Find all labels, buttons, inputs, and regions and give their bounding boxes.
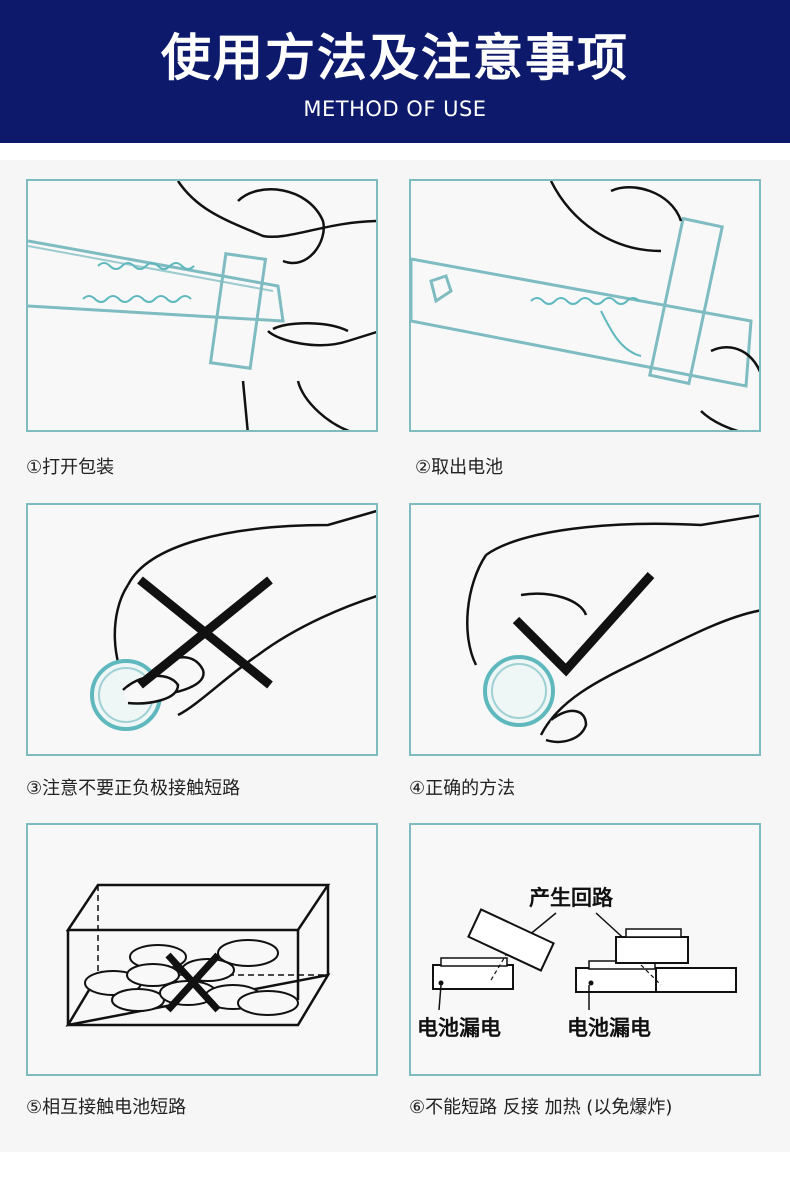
take-out-battery-drawing	[411, 181, 759, 430]
wrong-method-drawing	[90, 509, 376, 731]
step-6-illustration: 产生回路 电池漏电 电池漏电	[409, 823, 761, 1076]
step-6-caption: ⑥不能短路 反接 加热 (以免爆炸)	[409, 1097, 673, 1118]
loop-label: 产生回路	[529, 886, 614, 910]
step-1-illustration	[26, 179, 378, 432]
check-icon	[512, 571, 655, 677]
step-3-illustration	[26, 503, 378, 756]
short-circuit-diagram: 产生回路 电池漏电 电池漏电	[417, 886, 737, 1040]
step-5-caption: ⑤相互接触电池短路	[26, 1097, 187, 1118]
correct-method-drawing	[466, 514, 759, 744]
step-1-caption: ①打开包装	[26, 457, 115, 478]
leak-label-left: 电池漏电	[417, 1016, 501, 1040]
leak-label-right: 电池漏电	[567, 1016, 651, 1040]
step-5-illustration	[26, 823, 378, 1076]
header-banner: 使用方法及注意事项 METHOD OF USE	[0, 0, 790, 143]
step-4-illustration	[409, 503, 761, 756]
open-package-drawing	[28, 181, 376, 430]
battery-icon	[483, 655, 555, 727]
batteries-touching-drawing	[65, 883, 331, 1027]
page-subtitle: METHOD OF USE	[303, 97, 487, 121]
page-title: 使用方法及注意事项	[161, 29, 629, 87]
step-3-caption: ③注意不要正负极接触短路	[26, 778, 241, 799]
step-2-caption: ②取出电池	[415, 457, 504, 478]
step-4-caption: ④正确的方法	[409, 778, 516, 799]
step-2-illustration	[409, 179, 761, 432]
